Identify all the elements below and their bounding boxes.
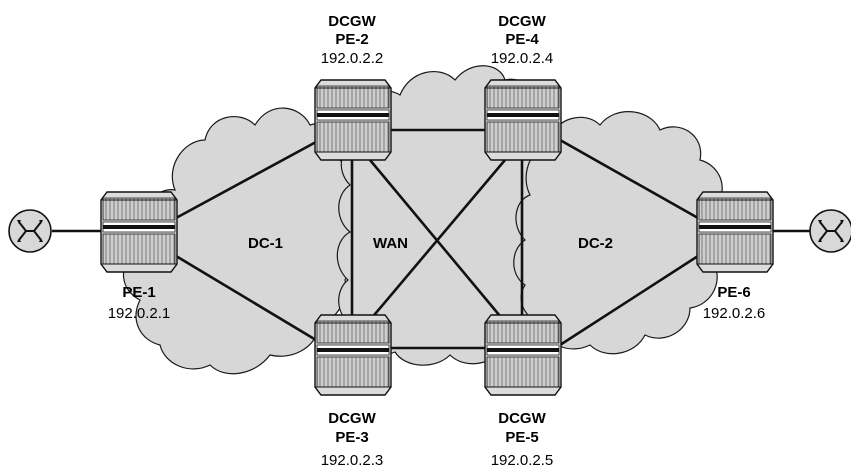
pe1-router-icon [101, 192, 177, 272]
router-x-icon-left [9, 210, 51, 252]
pe3-router-icon [315, 315, 391, 395]
pe5-ip: 192.0.2.5 [491, 452, 554, 469]
pe4-ip: 192.0.2.4 [491, 50, 554, 67]
router-x-icon-right [810, 210, 851, 252]
pe5-label: DCGW PE-5 192.0.2.5 [491, 410, 554, 469]
pe1-name: PE-1 [122, 284, 155, 301]
pe6-router-icon [697, 192, 773, 272]
pe2-router-icon [315, 80, 391, 160]
pe3-name: PE-3 [335, 429, 368, 446]
pe5-name: PE-5 [505, 429, 538, 446]
pe5-router-icon [485, 315, 561, 395]
pe3-ip: 192.0.2.3 [321, 452, 384, 469]
pe2-role: DCGW [328, 13, 376, 30]
pe2-ip: 192.0.2.2 [321, 50, 384, 67]
pe1-ip: 192.0.2.1 [108, 305, 171, 322]
pe2-name: PE-2 [335, 31, 368, 48]
pe3-label: DCGW PE-3 192.0.2.3 [321, 410, 384, 469]
pe4-label: DCGW PE-4 192.0.2.4 [491, 13, 554, 67]
dc1-label: DC-1 [248, 235, 283, 252]
pe6-ip: 192.0.2.6 [703, 305, 766, 322]
pe2-label: DCGW PE-2 192.0.2.2 [321, 13, 384, 67]
dc2-label: DC-2 [578, 235, 613, 252]
wan-label: WAN [373, 235, 408, 252]
pe6-name: PE-6 [717, 284, 750, 301]
pe4-router-icon [485, 80, 561, 160]
pe5-role: DCGW [498, 410, 546, 427]
pe4-role: DCGW [498, 13, 546, 30]
pe3-role: DCGW [328, 410, 376, 427]
pe4-name: PE-4 [505, 31, 539, 48]
